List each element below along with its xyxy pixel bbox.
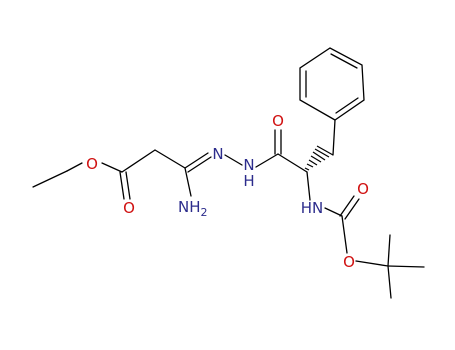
phenyl-ring bbox=[299, 47, 365, 121]
bond-o-tert-c bbox=[355, 260, 389, 267]
bond-boc-c-o-double-a bbox=[339, 195, 355, 217]
bond-tert-c-methyl-up bbox=[387, 234, 391, 267]
atom-boc-ether-o: O bbox=[343, 253, 355, 271]
bond-boc-c-o-ether bbox=[341, 215, 348, 254]
stereo-hashed-bond bbox=[304, 145, 334, 171]
atom-boc-carbonyl-o: O bbox=[357, 180, 369, 198]
atom-amide-carbonyl-o: O bbox=[272, 112, 284, 130]
amine-h-subscript: 2 bbox=[201, 206, 208, 219]
bond-nh-amide-c bbox=[255, 153, 279, 168]
atom-hydrazide-h: H bbox=[243, 172, 254, 190]
atom-amine-nh2: NH2 bbox=[178, 198, 208, 219]
bond-tert-c-methyl-down bbox=[387, 265, 392, 299]
phenyl-double-3 bbox=[335, 97, 359, 114]
bond-ethyl-ch3-ch2 bbox=[32, 170, 68, 188]
bond-ch2-amidine-c bbox=[154, 149, 186, 169]
bond-amide-c-alpha-c bbox=[277, 153, 308, 173]
bond-n-n bbox=[224, 154, 243, 166]
bond-amidine-c-n-double-a bbox=[184, 152, 209, 169]
bond-amidine-c-n-double-b bbox=[187, 156, 212, 173]
atom-ester-carbonyl-o: O bbox=[123, 199, 135, 217]
bond-ester-c-o-double-a bbox=[119, 171, 125, 200]
atom-hydrazone-n: N bbox=[212, 145, 223, 163]
amine-nh-label: NH bbox=[178, 198, 201, 216]
bond-ch2-phenyl bbox=[332, 119, 336, 156]
atom-hydrazide-n: N bbox=[243, 156, 254, 174]
phenyl-double-2 bbox=[330, 53, 358, 69]
bond-amidine-c-nh2 bbox=[184, 167, 192, 197]
bond-boc-c-o-double-b bbox=[344, 198, 360, 220]
bond-ester-c-o-double-b bbox=[125, 171, 131, 200]
atom-ester-ether-o: O bbox=[86, 155, 98, 173]
bond-o-carbonyl-c bbox=[101, 162, 123, 173]
bond-ethyl-ch2-o bbox=[66, 162, 83, 172]
atom-boc-nh: HN bbox=[301, 199, 324, 217]
bond-carbonyl-c-ch2 bbox=[121, 149, 156, 173]
bond-tert-c-methyl-right bbox=[387, 265, 425, 268]
bond-nh-boc-c bbox=[324, 207, 343, 217]
bond-alpha-c-nh bbox=[306, 171, 311, 201]
